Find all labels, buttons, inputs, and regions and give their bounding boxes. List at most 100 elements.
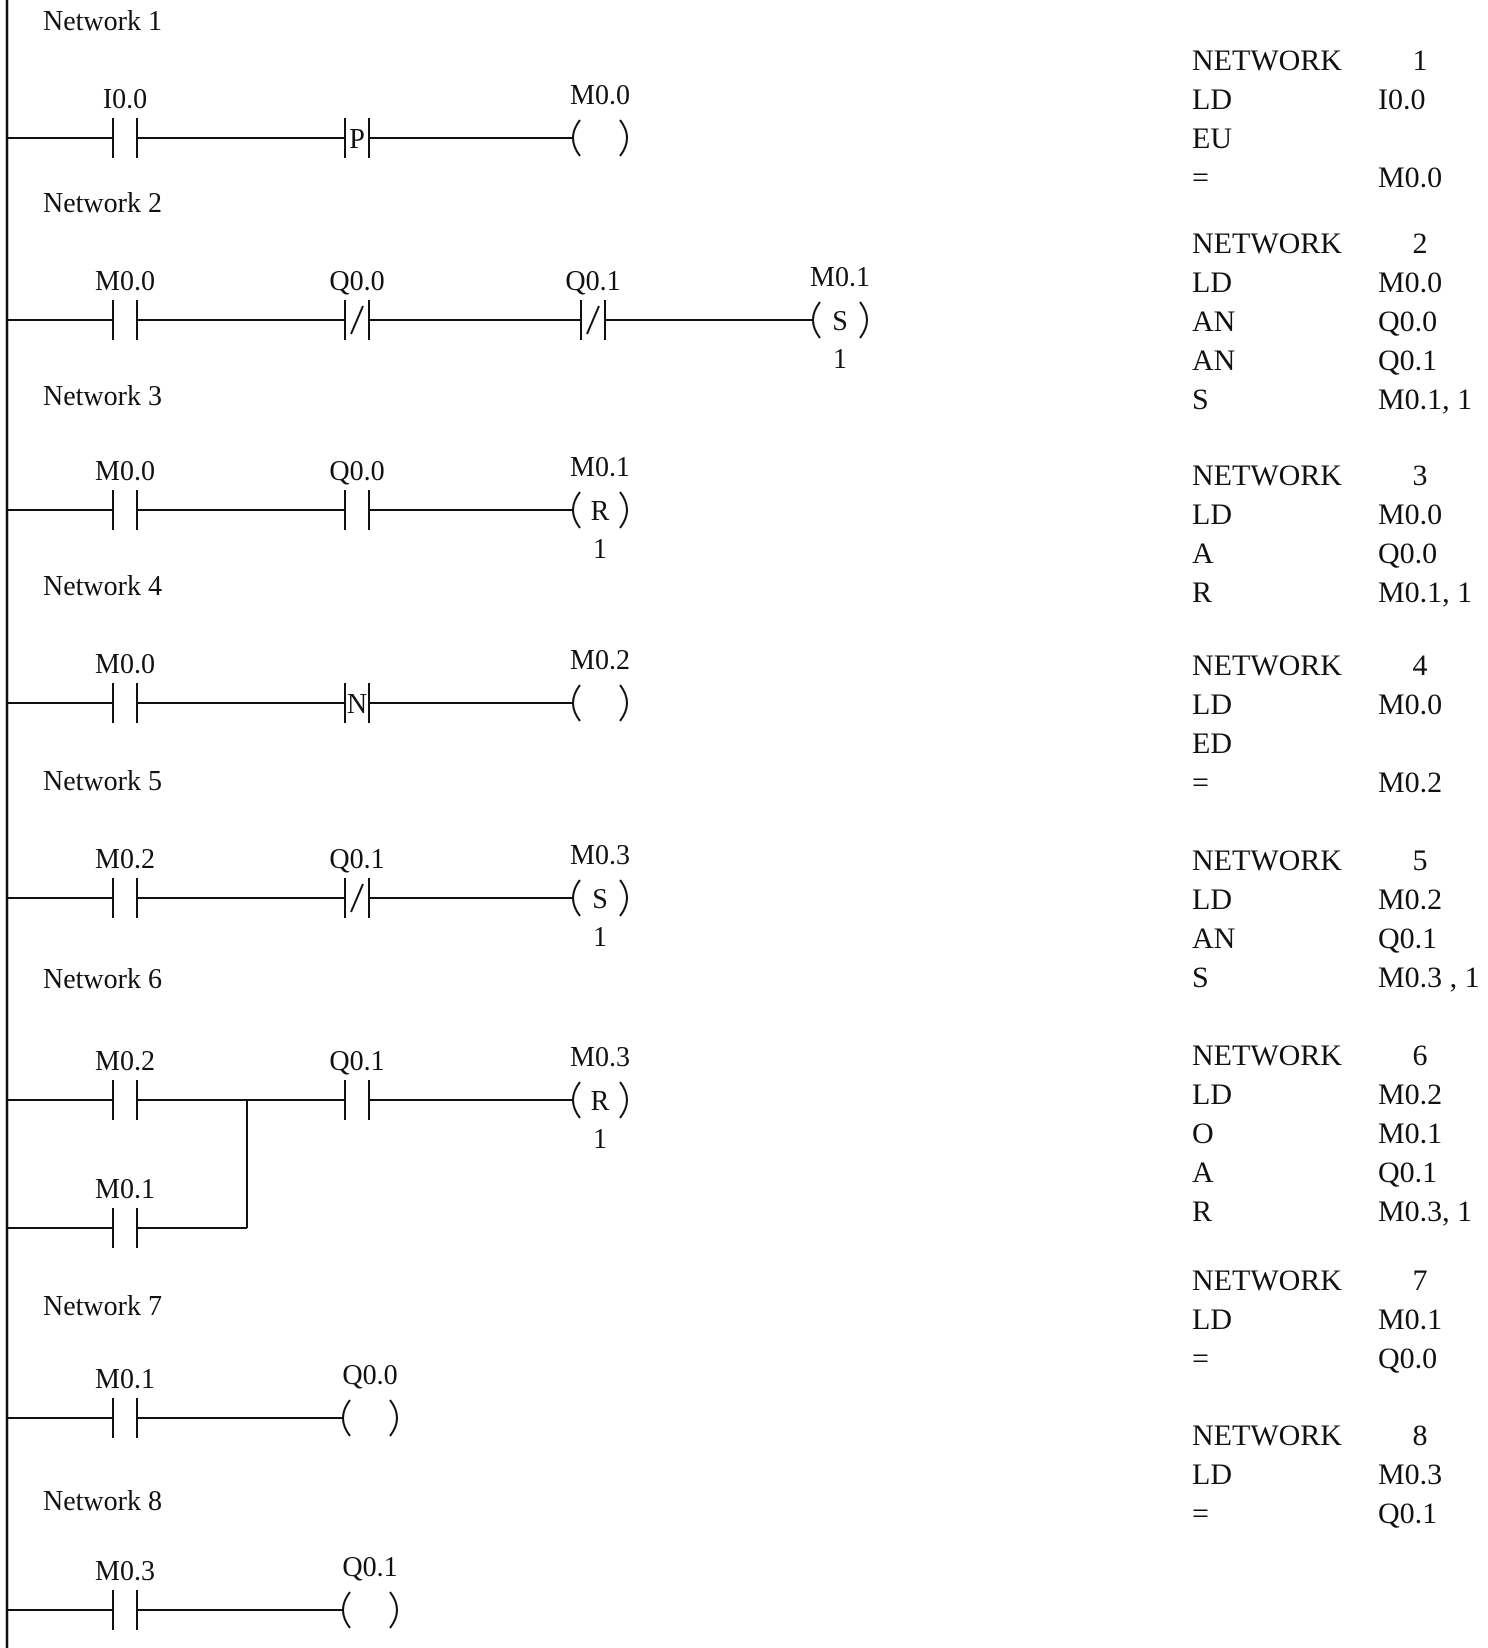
stl-operand: M0.2 — [1378, 883, 1442, 916]
coil-function-letter: R — [591, 496, 610, 527]
stl-operand: M0.3, 1 — [1378, 1195, 1472, 1228]
stl-instruction: AN — [1192, 344, 1235, 377]
contact-label: M0.2 — [95, 844, 155, 875]
stl-network-keyword: NETWORK — [1192, 1419, 1342, 1452]
coil-left-arc — [572, 491, 581, 529]
stl-network-number: 7 — [1413, 1264, 1428, 1297]
coil-left-arc — [572, 1081, 581, 1119]
stl-instruction: R — [1192, 576, 1212, 609]
contact-label: I0.0 — [103, 84, 147, 115]
stl-network-keyword: NETWORK — [1192, 459, 1342, 492]
contact-label: M0.0 — [95, 266, 155, 297]
network-title: Network 7 — [43, 1291, 162, 1322]
coil-label: M0.1 — [810, 262, 870, 293]
network-title: Network 6 — [43, 964, 162, 995]
stl-operand: Q0.1 — [1378, 344, 1437, 377]
coil-function-letter: S — [832, 306, 848, 337]
stl-instruction: LD — [1192, 1078, 1232, 1111]
stl-network-number: 6 — [1413, 1039, 1428, 1072]
coil-left-arc — [812, 301, 821, 339]
network-title: Network 1 — [43, 6, 162, 37]
stl-operand: M0.1 — [1378, 1303, 1442, 1336]
stl-instruction: O — [1192, 1117, 1214, 1150]
stl-instruction: S — [1192, 383, 1209, 416]
coil-label: M0.1 — [570, 452, 630, 483]
network-title: Network 4 — [43, 571, 162, 602]
stl-operand: M0.1, 1 — [1378, 576, 1472, 609]
contact-negation-slash — [350, 305, 364, 335]
stl-operand: M0.0 — [1378, 688, 1442, 721]
stl-instruction: = — [1192, 161, 1209, 194]
stl-instruction: LD — [1192, 688, 1232, 721]
stl-instruction: = — [1192, 1342, 1209, 1375]
coil-left-arc — [342, 1399, 351, 1437]
stl-operand: I0.0 — [1378, 83, 1426, 116]
stl-operand: Q0.0 — [1378, 1342, 1437, 1375]
coil-label: M0.3 — [570, 840, 630, 871]
coil-right-arc — [619, 119, 628, 157]
stl-instruction: LD — [1192, 498, 1232, 531]
stl-instruction: EU — [1192, 122, 1232, 155]
coil-function-letter: S — [592, 884, 608, 915]
coil-label: M0.2 — [570, 645, 630, 676]
coil-right-arc — [859, 301, 868, 339]
stl-operand: Q0.0 — [1378, 537, 1437, 570]
network-title: Network 5 — [43, 766, 162, 797]
stl-operand: Q0.1 — [1378, 1156, 1437, 1189]
coil-label: Q0.0 — [342, 1360, 397, 1391]
coil-bit-count: 1 — [593, 1124, 607, 1155]
coil-bit-count: 1 — [593, 534, 607, 565]
stl-operand: M0.1 — [1378, 1117, 1442, 1150]
coil-bit-count: 1 — [833, 344, 847, 375]
stl-instruction: LD — [1192, 883, 1232, 916]
contact-label: Q0.1 — [329, 1046, 384, 1077]
coil-right-arc — [619, 491, 628, 529]
stl-operand: M0.2 — [1378, 766, 1442, 799]
stl-operand: M0.0 — [1378, 161, 1442, 194]
stl-operand: M0.3 — [1378, 1458, 1442, 1491]
contact-negation-slash — [586, 305, 600, 335]
stl-network-keyword: NETWORK — [1192, 649, 1342, 682]
coil-function-letter: R — [591, 1086, 610, 1117]
stl-instruction: LD — [1192, 1303, 1232, 1336]
coil-right-arc — [619, 879, 628, 917]
contact-label: Q0.0 — [329, 266, 384, 297]
stl-instruction: ED — [1192, 727, 1232, 760]
network-title: Network 2 — [43, 188, 162, 219]
coil-left-arc — [342, 1591, 351, 1629]
coil-label: M0.3 — [570, 1042, 630, 1073]
contact-label: M0.0 — [95, 456, 155, 487]
contact-label: Q0.1 — [329, 844, 384, 875]
contact-label: Q0.0 — [329, 456, 384, 487]
stl-instruction: A — [1192, 1156, 1214, 1189]
stl-network-keyword: NETWORK — [1192, 227, 1342, 260]
coil-left-arc — [572, 684, 581, 722]
stl-instruction: AN — [1192, 305, 1235, 338]
stl-network-keyword: NETWORK — [1192, 1039, 1342, 1072]
network-title: Network 8 — [43, 1486, 162, 1517]
stl-instruction: A — [1192, 537, 1214, 570]
stl-network-number: 8 — [1413, 1419, 1428, 1452]
stl-operand: Q0.1 — [1378, 922, 1437, 955]
stl-instruction: = — [1192, 766, 1209, 799]
stl-instruction: S — [1192, 961, 1209, 994]
coil-right-arc — [389, 1399, 398, 1437]
stl-operand: M0.0 — [1378, 266, 1442, 299]
network-title: Network 3 — [43, 381, 162, 412]
contact-label: M0.3 — [95, 1556, 155, 1587]
contact-negation-slash — [350, 883, 364, 913]
stl-instruction: LD — [1192, 1458, 1232, 1491]
